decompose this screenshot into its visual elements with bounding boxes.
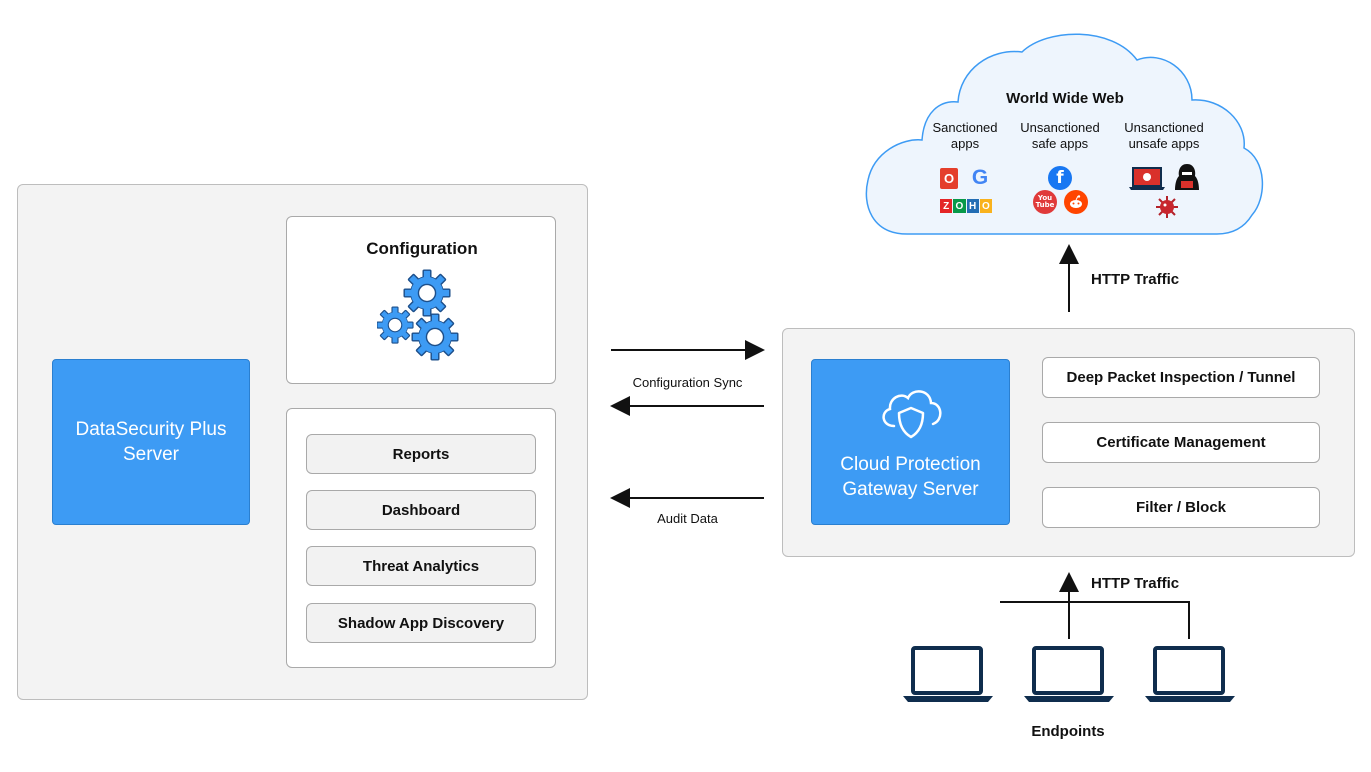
cloud-shield-icon bbox=[881, 390, 941, 439]
reports-module[interactable]: Reports bbox=[306, 434, 536, 474]
virus-icon bbox=[1156, 196, 1178, 218]
filter-block-box[interactable]: Filter / Block bbox=[1042, 487, 1320, 528]
facebook-icon: f bbox=[1048, 166, 1072, 190]
threat-analytics-module[interactable]: Threat Analytics bbox=[306, 546, 536, 586]
http-traffic-top-label: HTTP Traffic bbox=[1091, 271, 1180, 288]
google-icon: G bbox=[971, 166, 989, 189]
audit-data-label: Audit Data bbox=[657, 511, 718, 526]
dashboard-module[interactable]: Dashboard bbox=[306, 490, 536, 530]
endpoint-laptop-3-icon bbox=[1145, 646, 1235, 702]
world-wide-web-title: World Wide Web bbox=[1006, 90, 1124, 107]
endpoints-connector bbox=[1000, 601, 1190, 639]
certificate-management-box[interactable]: Certificate Management bbox=[1042, 422, 1320, 463]
zoho-logo: Z O H O bbox=[940, 199, 992, 213]
config-sync-label: Configuration Sync bbox=[632, 375, 743, 390]
endpoints-label: Endpoints bbox=[1031, 723, 1105, 740]
reddit-icon bbox=[1064, 190, 1088, 214]
cloud-protection-gateway-server: Cloud Protection Gateway Server bbox=[811, 359, 1010, 525]
sanctioned-apps-label: Sanctioned apps bbox=[932, 120, 998, 151]
youtube-icon: You Tube bbox=[1033, 190, 1057, 214]
zoho-letter-o1: O bbox=[953, 199, 966, 213]
datasecurity-plus-server: DataSecurity Plus Server bbox=[52, 359, 250, 525]
endpoint-laptop-1-icon bbox=[903, 646, 993, 702]
datasecurity-plus-server-label: DataSecurity Plus Server bbox=[75, 419, 227, 465]
endpoint-laptop-2-icon bbox=[1024, 646, 1114, 702]
hacker-icon bbox=[1175, 164, 1199, 190]
reddit-alien-glyph bbox=[1070, 195, 1082, 208]
malicious-laptop-icon bbox=[1129, 167, 1165, 190]
http-arrows bbox=[1000, 244, 1190, 639]
deep-packet-inspection-box[interactable]: Deep Packet Inspection / Tunnel bbox=[1042, 357, 1320, 398]
unsanctioned-safe-apps-label: Unsanctioned safe apps bbox=[1020, 120, 1100, 151]
gateway-server-label: Cloud Protection Gateway Server bbox=[840, 454, 981, 500]
zoho-letter-o2: O bbox=[979, 199, 992, 213]
zoho-letter-h: H bbox=[966, 199, 979, 213]
world-wide-web-cloud bbox=[865, 33, 1264, 235]
shadow-app-discovery-module[interactable]: Shadow App Discovery bbox=[306, 603, 536, 643]
gears-icon bbox=[377, 269, 459, 361]
http-traffic-bottom-label: HTTP Traffic bbox=[1091, 575, 1180, 592]
zoho-letter-z: Z bbox=[940, 199, 953, 213]
office-icon: O bbox=[940, 168, 958, 189]
configuration-card: Configuration bbox=[286, 216, 556, 384]
unsanctioned-unsafe-apps-label: Unsanctioned unsafe apps bbox=[1124, 120, 1204, 151]
configuration-title: Configuration bbox=[366, 239, 478, 258]
sync-arrows bbox=[610, 340, 765, 508]
